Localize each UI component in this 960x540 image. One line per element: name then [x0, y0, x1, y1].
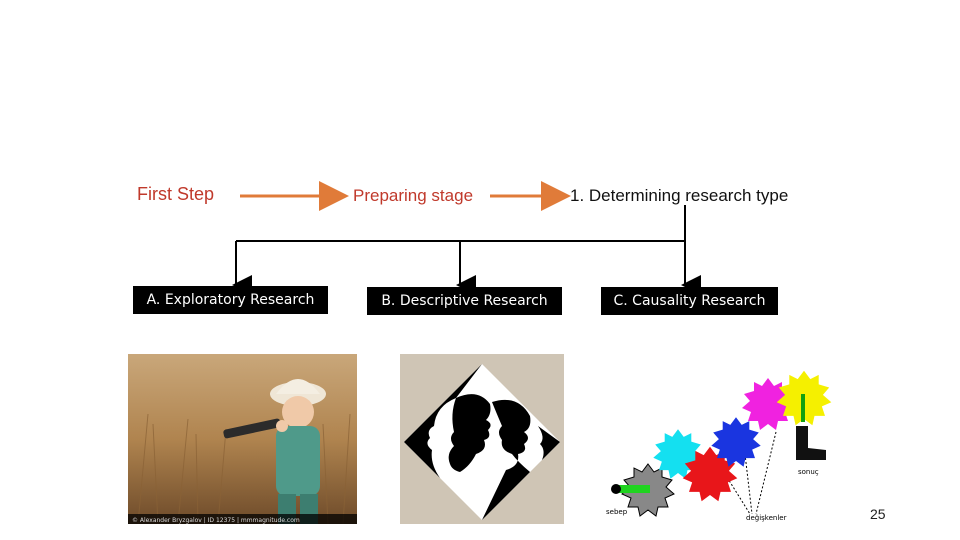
descriptive-faces-image: [400, 354, 564, 524]
preparing-stage-label: Preparing stage: [353, 186, 474, 205]
causality-research-box: C. Causality Research: [601, 287, 778, 315]
causal-label-effect: sonuç: [798, 468, 819, 476]
causality-research-label: C. Causality Research: [613, 293, 766, 309]
causal-label-cause: sebep: [606, 508, 628, 516]
boot-icon: [796, 426, 826, 460]
exploratory-research-label: A. Exploratory Research: [146, 292, 315, 308]
descriptive-research-box: B. Descriptive Research: [367, 287, 562, 315]
causality-gears-image: sebep değişkenler sonuç: [606, 370, 832, 522]
page-number: 25: [870, 506, 886, 522]
exploratory-photo-caption: © Alexander Bryzgalov | ID 12375 | mmmag…: [132, 517, 300, 524]
exploratory-photo: © Alexander Bryzgalov | ID 12375 | mmmag…: [128, 354, 357, 524]
exploratory-research-box: A. Exploratory Research: [133, 286, 328, 314]
causal-label-variables: değişkenler: [746, 514, 787, 522]
determining-research-type-label: 1. Determining research type: [570, 186, 789, 205]
descriptive-research-label: B. Descriptive Research: [381, 293, 548, 309]
first-step-label: First Step: [137, 184, 215, 204]
